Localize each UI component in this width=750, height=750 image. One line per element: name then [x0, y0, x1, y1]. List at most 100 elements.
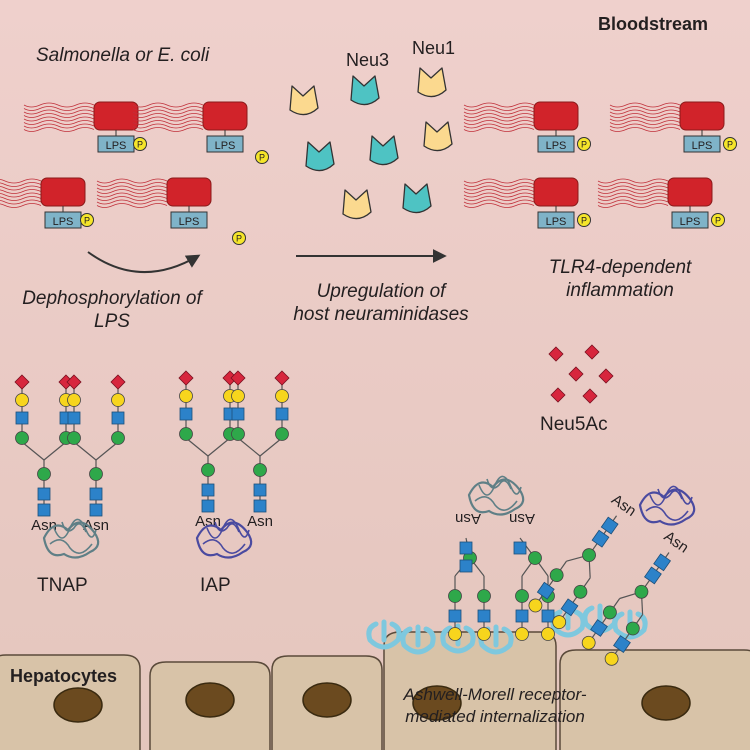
mannose: [15, 431, 29, 445]
iap-label: IAP: [200, 575, 231, 596]
bacterium: LPS: [597, 177, 713, 229]
flagellum: [609, 106, 681, 111]
glcnac: [37, 487, 51, 501]
glcnac: [231, 407, 245, 421]
galactose: [275, 389, 289, 403]
galactose: [179, 389, 193, 403]
glycan-bond: [611, 614, 644, 660]
bacterium: LPS: [132, 101, 248, 153]
protein-chain: [486, 478, 512, 490]
glycan-bond: [185, 437, 209, 457]
flagellum: [463, 203, 535, 208]
mannose: [37, 467, 51, 481]
protein-chain: [206, 518, 250, 539]
tlr4-label-line2: inflammation: [566, 280, 674, 301]
phosphate-label: P: [715, 216, 721, 226]
flagellum: [597, 185, 669, 191]
neu1-label: Neu1: [412, 38, 456, 58]
phosphate: P: [255, 150, 269, 164]
tnap-label: TNAP: [37, 575, 88, 596]
flagellum: [23, 120, 95, 125]
flagellum: [597, 189, 669, 194]
protein-chain: [474, 496, 518, 511]
sialic-acid: [110, 374, 126, 390]
bacterium-body: [202, 101, 248, 131]
flagellum: [609, 127, 681, 132]
lps-box: [683, 135, 721, 153]
neu3-label: Neu3: [346, 50, 390, 70]
flagellum: [96, 192, 168, 198]
glcnac: [111, 411, 125, 425]
mannose: [549, 568, 564, 583]
asn-label: Asn: [608, 491, 639, 520]
flagellum: [463, 178, 535, 184]
flagellum: [96, 182, 168, 187]
galactose: [231, 389, 245, 403]
bacteria-label: Salmonella or E. coli: [36, 45, 210, 66]
phosphate: P: [577, 213, 591, 227]
asn-label: Asn: [247, 513, 273, 530]
sialic-acid: [14, 374, 30, 390]
bacterium: LPS: [463, 177, 579, 229]
phosphate-label: P: [84, 216, 90, 226]
lps-label: LPS: [179, 216, 200, 228]
dephosphorylation-label-line2: LPS: [94, 311, 130, 332]
lps-label: LPS: [53, 216, 74, 228]
protein-chain: [195, 521, 253, 559]
galactose: [111, 393, 125, 407]
upregulation-label-line1: Upregulation of: [316, 281, 446, 302]
phosphate-circle: [232, 231, 246, 245]
glycan-bond: [558, 577, 591, 623]
tnap-protein: [42, 518, 100, 559]
mannose: [582, 548, 596, 562]
neu3-enzyme: [402, 183, 432, 214]
galactose: [15, 393, 29, 407]
ashwell-morell-receptor: [400, 624, 436, 655]
bacterium-body: [533, 101, 579, 131]
flagellum: [132, 102, 204, 108]
mannose: [477, 589, 491, 603]
flagellum: [609, 113, 681, 118]
lps-box: [537, 135, 575, 153]
tlr4-label: TLR4-dependent inflammation: [520, 256, 720, 302]
flagellum: [463, 120, 535, 125]
bacterium-body: [40, 177, 86, 207]
glcnac: [560, 598, 579, 617]
asn-label: Asn: [455, 510, 481, 527]
mannose: [179, 427, 193, 441]
neu5ac-molecule: [550, 387, 566, 403]
phosphate-label: P: [581, 140, 587, 150]
lps-box: [671, 211, 709, 229]
protein-chain: [645, 506, 689, 521]
flagellum: [23, 109, 95, 115]
sialic-acid: [66, 374, 82, 390]
glcnac: [459, 541, 473, 555]
dephosphorylation-label-line1: Dephosphorylation of: [22, 288, 202, 309]
flagellum: [132, 113, 204, 118]
flagellum: [0, 199, 42, 205]
hepatocyte-nucleus: [185, 682, 235, 718]
flagellum: [96, 203, 168, 208]
flagellum: [96, 199, 168, 205]
flagellum: [23, 116, 95, 122]
lps-label: LPS: [106, 140, 127, 152]
asgpr-receptor: [582, 603, 618, 634]
neu1-enzyme: [423, 121, 453, 152]
flagellum: [23, 127, 95, 132]
flagellum: [23, 102, 95, 108]
glcnac: [179, 407, 193, 421]
glcnac: [459, 559, 473, 573]
sialic-acid: [274, 370, 290, 386]
ashwell-morell-receptor: [366, 619, 402, 650]
glcnac: [590, 619, 608, 637]
flagellum: [609, 109, 681, 115]
dephosphorylation-arrow: [87, 251, 201, 273]
galactose: [552, 615, 567, 629]
flagellum: [0, 189, 42, 194]
neu5ac-molecule: [568, 366, 584, 382]
bacterium: LPS: [0, 177, 86, 229]
phosphate: P: [577, 137, 591, 151]
flagellum: [132, 120, 204, 125]
neu5ac-molecule: [584, 344, 600, 360]
mannose: [528, 551, 542, 565]
